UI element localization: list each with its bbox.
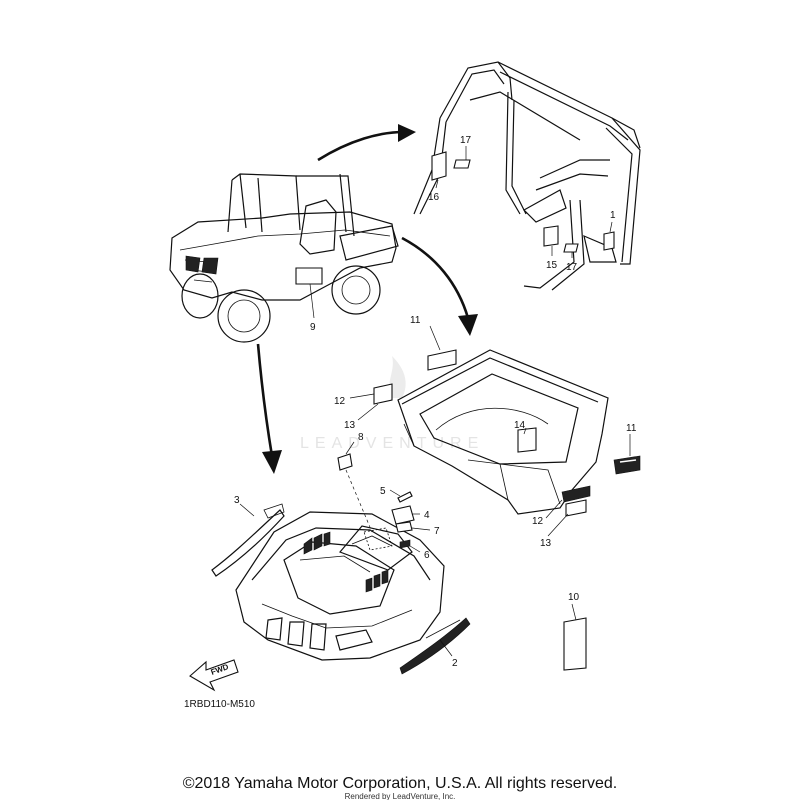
callout-13-left: 13	[344, 420, 356, 431]
callout-1: 1	[610, 210, 616, 221]
figure-code: 1RBD110-M510	[184, 699, 255, 710]
vehicle-overview: 9	[169, 173, 399, 343]
callout-8: 8	[358, 432, 364, 443]
callout-3: 3	[234, 495, 240, 506]
callout-12-left: 12	[334, 396, 346, 407]
roll-cage-assembly: 16 17 15 17 1	[413, 61, 641, 291]
cargo-bed-assembly: 11 12 13 14 11 12 13	[334, 315, 641, 549]
callout-4: 4	[424, 510, 430, 521]
callout-13-right: 13	[540, 538, 552, 549]
callout-6: 6	[424, 550, 430, 561]
watermark-text: LEADVENTURE	[300, 435, 484, 452]
callout-7: 7	[434, 526, 440, 537]
direction-arrows	[256, 124, 478, 474]
copyright-notice: ©2018 Yamaha Motor Corporation, U.S.A. A…	[182, 775, 618, 792]
callout-9: 9	[310, 322, 316, 333]
callout-10: 10	[568, 592, 580, 603]
callout-11-top: 11	[410, 315, 421, 326]
item-10-label: 10	[563, 592, 587, 671]
callout-15: 15	[546, 260, 558, 271]
callout-5: 5	[380, 486, 386, 497]
callout-12-right: 12	[532, 516, 544, 527]
callout-14: 14	[514, 420, 526, 431]
exploded-parts-diagram: LEADVENTURE 9	[169, 61, 641, 710]
leadventure-watermark: LEADVENTURE	[300, 356, 484, 452]
callout-16: 16	[428, 192, 440, 203]
fwd-direction-arrow: FWD	[189, 659, 239, 692]
front-hood-assembly: 8 5 4 7 6 3 2	[211, 432, 471, 675]
callout-17-top: 17	[460, 135, 472, 146]
callout-2: 2	[452, 658, 458, 669]
rendered-by-watermark: Rendered by LeadVenture, Inc.	[344, 792, 456, 800]
callout-11-right: 11	[626, 423, 637, 434]
callout-17-bottom: 17	[566, 262, 578, 273]
